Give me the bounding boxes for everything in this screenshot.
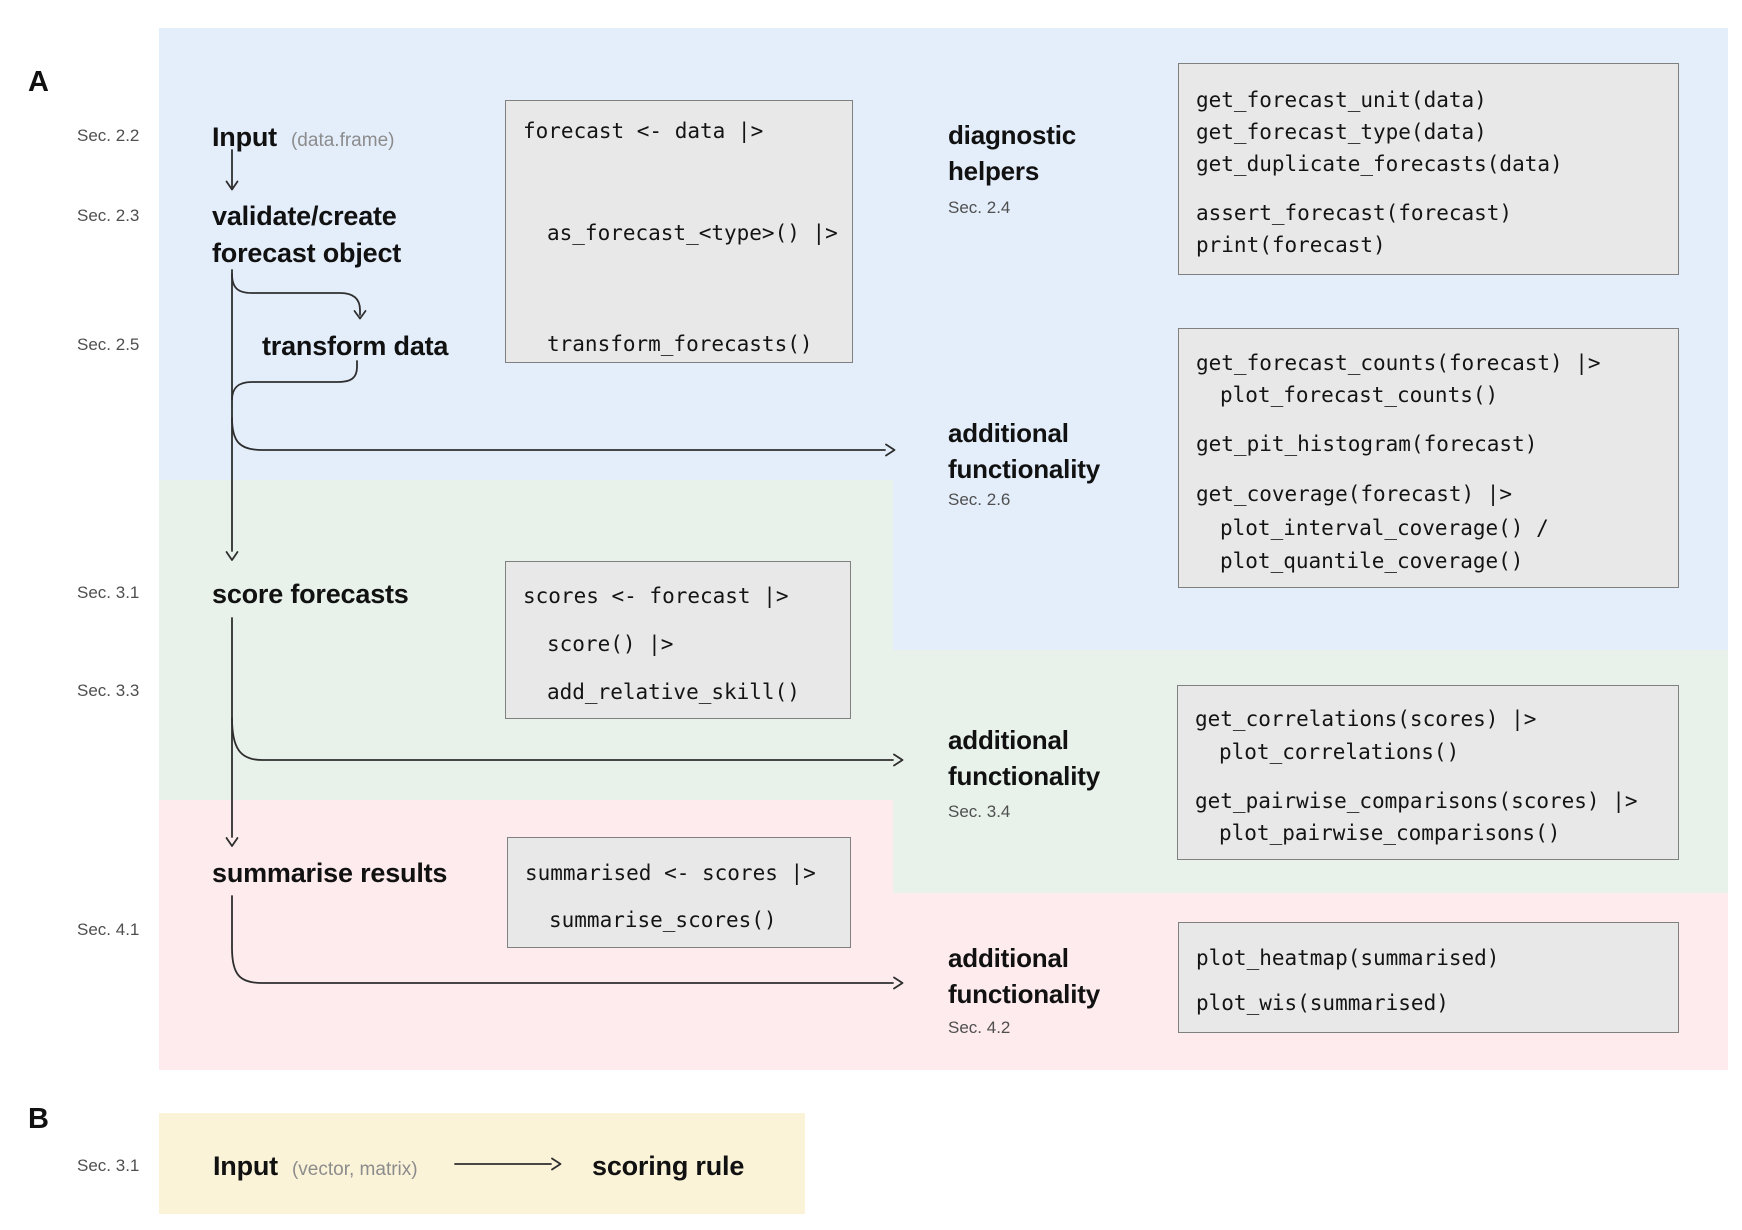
code-line: summarise_scores() — [549, 908, 777, 932]
codebox-additional-3-4: get_correlations(scores) |> plot_correla… — [1177, 685, 1679, 860]
code-line: plot_interval_coverage() / — [1220, 516, 1549, 540]
diagnostic-line2: helpers — [948, 156, 1040, 186]
code-line: get_forecast_counts(forecast) |> — [1196, 351, 1601, 375]
codebox-additional-2-6: get_forecast_counts(forecast) |> plot_fo… — [1178, 328, 1679, 588]
section-label-2-3: Sec. 2.3 — [77, 206, 140, 225]
branch-additional-4-2 — [231, 895, 894, 984]
label-additional-functionality-4-2: additional functionality — [948, 940, 1100, 1012]
arrowhead-down-icon — [225, 551, 239, 561]
section-label-3-3: Sec. 3.3 — [77, 681, 140, 700]
flow-step-transform: transform data — [262, 331, 449, 361]
section-label-3-1-b: Sec. 3.1 — [77, 1156, 140, 1175]
code-line: transform_forecasts() — [547, 332, 813, 356]
validate-line2: forecast object — [212, 238, 402, 268]
panel-b-label: B — [28, 1103, 49, 1135]
code-line: get_coverage(forecast) |> — [1196, 482, 1513, 506]
flow-step-input: Input (data.frame) — [212, 119, 394, 159]
label-additional-functionality-3-4: additional functionality — [948, 722, 1100, 794]
arrowhead-down-icon — [225, 837, 239, 847]
codebox-additional-4-2: plot_heatmap(summarised) plot_wis(summar… — [1178, 922, 1679, 1033]
input-type-note: (data.frame) — [290, 130, 395, 151]
code-line: get_pit_histogram(forecast) — [1196, 432, 1538, 456]
additional-line1: additional — [948, 418, 1069, 448]
code-line: as_forecast_<type>() |> — [547, 221, 838, 245]
branch-additional-2-6 — [231, 417, 886, 451]
section-label-3-1: Sec. 3.1 — [77, 583, 140, 602]
label-additional-functionality-2-6: additional functionality — [948, 415, 1100, 487]
codebox-diagnostic-helpers: get_forecast_unit(data) get_forecast_typ… — [1178, 63, 1679, 275]
code-line: print(forecast) — [1196, 233, 1386, 257]
arrowhead-right-icon — [893, 976, 904, 990]
arrowhead-right-icon — [885, 443, 896, 457]
panel-a-label: A — [28, 66, 49, 98]
arrowhead-down-icon — [353, 310, 367, 320]
section-label-2-4: Sec. 2.4 — [948, 198, 1011, 217]
section-label-2-2: Sec. 2.2 — [77, 126, 140, 145]
codebox-summarise-pipeline: summarised <- scores |> summarise_scores… — [507, 837, 851, 948]
code-line: get_duplicate_forecasts(data) — [1196, 152, 1563, 176]
codebox-create-pipeline: forecast <- data |> as_forecast_<type>()… — [505, 100, 853, 363]
code-line: forecast <- data |> — [523, 119, 764, 143]
code-line: plot_heatmap(summarised) — [1196, 946, 1500, 970]
code-line: add_relative_skill() — [547, 680, 800, 704]
code-line: plot_correlations() — [1219, 740, 1460, 764]
input-label: Input — [212, 122, 277, 152]
codebox-score-pipeline: scores <- forecast |> score() |> add_rel… — [505, 561, 851, 719]
panel-b-scoring-rule: scoring rule — [592, 1151, 745, 1181]
section-label-4-2: Sec. 4.2 — [948, 1018, 1011, 1037]
arrowhead-right-icon — [551, 1157, 562, 1171]
branch-from-transform — [231, 360, 358, 401]
code-line: scores <- forecast |> — [523, 584, 789, 608]
additional-line1: additional — [948, 943, 1069, 973]
branch-additional-3-4 — [231, 717, 894, 761]
arrowhead-down-icon — [225, 180, 239, 191]
additional-line2: functionality — [948, 761, 1100, 791]
code-line: get_pairwise_comparisons(scores) |> — [1195, 789, 1638, 813]
code-line: plot_quantile_coverage() — [1220, 549, 1524, 573]
code-line: plot_forecast_counts() — [1220, 383, 1499, 407]
code-line: assert_forecast(forecast) — [1196, 201, 1513, 225]
additional-line2: functionality — [948, 454, 1100, 484]
code-line: get_correlations(scores) |> — [1195, 707, 1537, 731]
input-type-note: (vector, matrix) — [291, 1159, 418, 1180]
section-label-2-6: Sec. 2.6 — [948, 490, 1011, 509]
diagnostic-line1: diagnostic — [948, 120, 1077, 150]
code-line: get_forecast_type(data) — [1196, 120, 1487, 144]
panel-b-input: Input (vector, matrix) — [213, 1148, 418, 1188]
flow-step-summarise: summarise results — [212, 858, 448, 888]
flow-step-validate: validate/create forecast object — [212, 198, 401, 272]
branch-to-transform — [231, 273, 361, 316]
code-line: score() |> — [547, 632, 674, 656]
validate-line1: validate/create — [212, 201, 397, 231]
additional-line1: additional — [948, 725, 1069, 755]
additional-line2: functionality — [948, 979, 1100, 1009]
section-label-4-1: Sec. 4.1 — [77, 920, 140, 939]
code-line: plot_wis(summarised) — [1196, 991, 1449, 1015]
code-line: summarised <- scores |> — [525, 861, 816, 885]
section-label-3-4: Sec. 3.4 — [948, 802, 1011, 821]
label-diagnostic-helpers: diagnostic helpers — [948, 117, 1076, 189]
code-line: plot_pairwise_comparisons() — [1219, 821, 1561, 845]
section-label-2-5: Sec. 2.5 — [77, 335, 140, 354]
code-line: get_forecast_unit(data) — [1196, 88, 1487, 112]
arrowhead-right-icon — [893, 753, 904, 767]
input-label: Input — [213, 1151, 278, 1181]
flow-step-score: score forecasts — [212, 579, 409, 609]
